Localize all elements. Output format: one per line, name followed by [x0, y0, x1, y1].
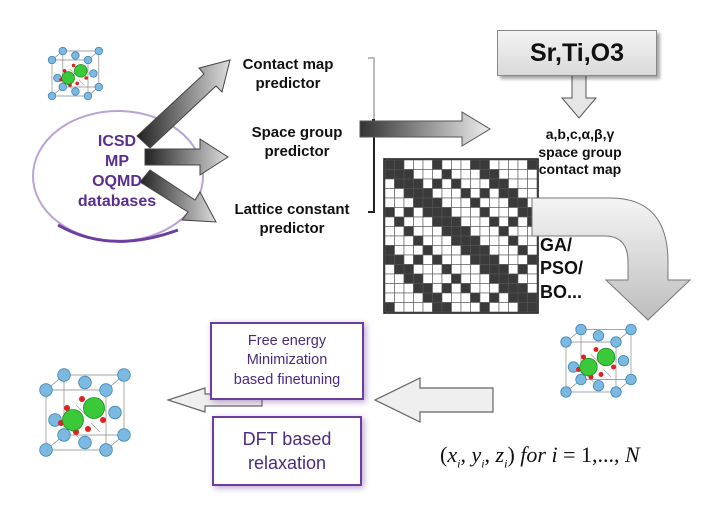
space-group-predictor-line2: predictor [264, 142, 330, 160]
dft-line1: DFT based [242, 428, 332, 449]
crystal-structure-generated [560, 323, 637, 398]
eq-n: N [625, 442, 640, 467]
output-space-group: space group [538, 143, 622, 160]
contact-map-predictor-line2: predictor [255, 74, 321, 92]
db-icsd: ICSD [97, 133, 137, 150]
dft-relaxation-box: DFT based relaxation [212, 416, 362, 486]
contact-map-predictor-line1: Contact map [242, 56, 334, 73]
dft-line2: relaxation [247, 453, 327, 473]
lattice-constant-predictor: Lattice constant predictor [212, 201, 372, 239]
optimizer-pso: PSO/ [540, 258, 584, 279]
optimizer-ga: GA/ [540, 235, 573, 255]
crystal-structure-final [39, 368, 131, 457]
predicted-outputs: a,b,c,α,β,γ space group contact map [510, 126, 650, 179]
lattice-constant-predictor-line2: predictor [259, 219, 325, 237]
free-energy-line3: based finetuning [233, 371, 341, 388]
arrow-db-to-space-group [144, 138, 229, 176]
space-group-predictor: Space group predictor [232, 124, 362, 162]
db-oqmd: OQMD [92, 173, 142, 190]
arrow-to-outputs [359, 111, 491, 147]
eq-x: x [447, 442, 458, 467]
database-labels: ICSD MP OQMD databases [58, 132, 176, 212]
contact-map-matrix [383, 158, 539, 314]
arrow-db-to-contact-map [136, 59, 231, 149]
free-energy-box: Free energy Minimization based finetunin… [210, 322, 364, 400]
eq-i: i [551, 442, 558, 467]
arrow-db-to-lattice [139, 169, 217, 223]
lattice-constant-predictor-line1: Lattice constant [234, 201, 350, 218]
arrow-to-refinement [373, 377, 494, 423]
eq-z-sub: i [504, 456, 508, 471]
eq-paren-close: ) [507, 442, 515, 467]
optimizer-bo: BO... [540, 281, 583, 302]
eq-range: = 1,..., [563, 442, 626, 467]
crystal-structure-input [47, 46, 103, 101]
output-contact-map: contact map [538, 161, 622, 177]
free-energy-line1: Free energy [247, 332, 327, 349]
coordinate-equation: (xi, yi, zi) for i = 1,..., N [440, 442, 640, 471]
free-energy-line2: Minimization [246, 352, 328, 369]
formula-box: Sr,Ti,O3 [497, 30, 657, 76]
arrow-formula-down [560, 71, 598, 119]
eq-for: for [520, 442, 546, 467]
eq-y: y [471, 442, 482, 467]
optimizer-labels: GA/ PSO/ BO... [540, 234, 602, 304]
space-group-predictor-line1: Space group [251, 124, 343, 141]
eq-y-sub: i [481, 456, 485, 471]
eq-x-sub: i [457, 456, 461, 471]
contact-map-predictor: Contact map predictor [218, 56, 358, 94]
db-databases: databases [77, 193, 157, 210]
db-mp: MP [105, 153, 129, 170]
eq-z: z [495, 442, 505, 467]
eq-paren-open: ( [440, 442, 448, 467]
database-ellipse-highlight [57, 223, 179, 243]
curved-arrow-down [531, 197, 692, 321]
output-lattice-params: a,b,c,α,β,γ [545, 126, 615, 142]
